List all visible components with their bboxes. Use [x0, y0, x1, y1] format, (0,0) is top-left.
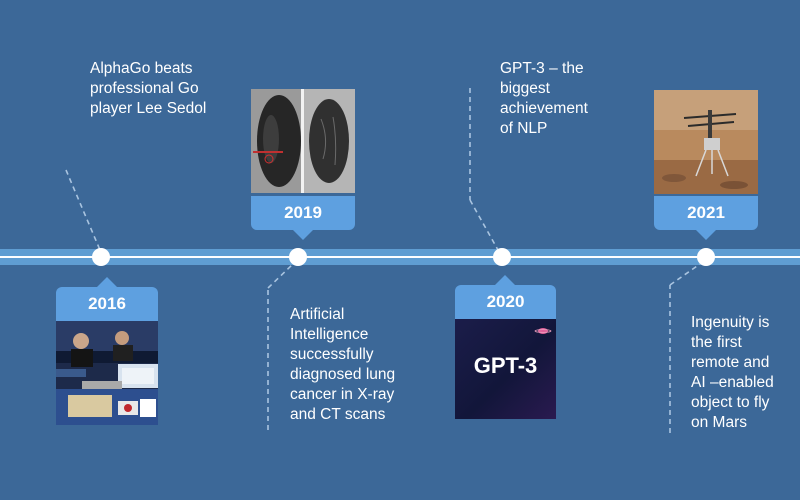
event-2021-label-notch [696, 230, 716, 240]
timeline-dot-2021 [697, 248, 715, 266]
connector-2016 [65, 169, 101, 251]
caption-line: cancer in X-ray [290, 386, 395, 403]
event-2019-caption: Artificial Intelligence successfully dia… [290, 305, 395, 425]
gpt3-logo-icon: GPT-3 [455, 319, 556, 419]
event-2019-label-notch [293, 230, 313, 240]
caption-line: of NLP [500, 120, 548, 137]
caption-line: Ingenuity is [691, 314, 770, 331]
event-2019-year-label: 2019 [251, 196, 355, 230]
caption-line: AI –enabled [691, 374, 774, 391]
connector-2019-tail [267, 263, 294, 289]
event-2020-label-notch [495, 275, 515, 285]
caption-line: Intelligence [290, 326, 369, 343]
timeline-dot-2020 [493, 248, 511, 266]
connector-2021-tail [669, 263, 701, 286]
event-2020-caption: GPT-3 – the biggest achievement of NLP [500, 59, 588, 139]
caption-line: the first [691, 334, 742, 351]
caption-line: achievement [500, 100, 588, 117]
connector-2020-tail [469, 199, 499, 251]
event-2021-caption: Ingenuity is the first remote and AI –en… [691, 313, 774, 433]
gpt3-logo-text: GPT-3 [473, 353, 538, 378]
timeline-dot-2016 [92, 248, 110, 266]
caption-line: and CT scans [290, 406, 386, 423]
event-2021-year-label: 2021 [654, 196, 758, 230]
caption-line: player Lee Sedol [90, 100, 207, 117]
caption-line: professional Go [90, 80, 199, 97]
timeline-dot-2019 [289, 248, 307, 266]
mars-helicopter-icon [654, 90, 758, 194]
caption-line: diagnosed lung [290, 366, 396, 383]
timeline-axis [0, 256, 800, 258]
caption-line: biggest [500, 80, 550, 97]
event-2016-caption: AlphaGo beats professional Go player Lee… [90, 59, 206, 119]
caption-line: GPT-3 – the [500, 60, 584, 77]
event-2016-label-notch [97, 277, 117, 287]
lung-ct-scan-icon [251, 89, 355, 193]
caption-line: remote and [691, 354, 770, 371]
caption-line: Artificial [290, 306, 345, 323]
go-match-photo-icon [56, 321, 158, 425]
caption-line: object to fly [691, 394, 770, 411]
caption-line: AlphaGo beats [90, 60, 193, 77]
caption-line: on Mars [691, 414, 747, 431]
caption-line: successfully [290, 346, 374, 363]
event-2016-year-label: 2016 [56, 287, 158, 321]
event-2020-year-label: 2020 [455, 285, 556, 319]
